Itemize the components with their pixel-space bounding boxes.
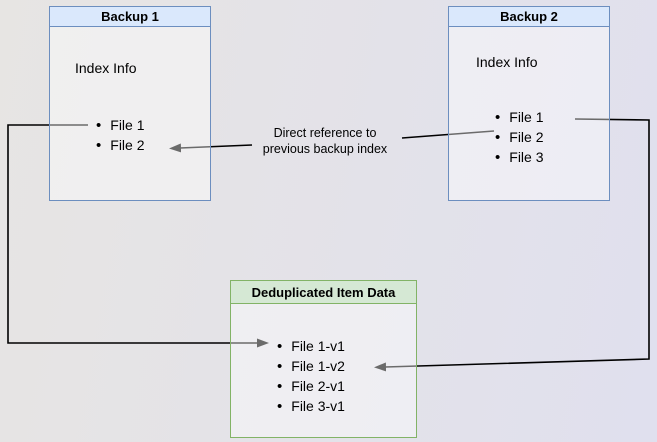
list-item: File 1-v1 <box>277 336 345 356</box>
list-item: File 1 <box>495 107 543 127</box>
backup2-title: Backup 2 <box>449 7 609 27</box>
backup1-index-info-label: Index Info <box>75 60 137 76</box>
list-item: File 2 <box>96 135 144 155</box>
edge-label-line2: previous backup index <box>262 142 388 156</box>
list-item: File 2 <box>495 127 543 147</box>
list-item: File 3 <box>495 147 543 167</box>
list-item: File 1-v2 <box>277 356 345 376</box>
backup1-file-list: File 1 File 2 <box>96 115 144 155</box>
list-item: File 2-v1 <box>277 376 345 396</box>
backup1-box: Backup 1 <box>49 6 211 201</box>
backup2-box: Backup 2 <box>448 6 610 201</box>
backup1-title: Backup 1 <box>50 7 210 27</box>
edge-label-line1: Direct reference to <box>273 126 377 140</box>
list-item: File 3-v1 <box>277 396 345 416</box>
backup2-index-info-label: Index Info <box>476 54 538 70</box>
dedup-file-list: File 1-v1 File 1-v2 File 2-v1 File 3-v1 <box>277 336 345 416</box>
backup2-file-list: File 1 File 2 File 3 <box>495 107 543 167</box>
edge-label-direct-reference: Direct reference to previous backup inde… <box>230 125 420 157</box>
list-item: File 1 <box>96 115 144 135</box>
deduplicated-item-data-title: Deduplicated Item Data <box>231 281 416 304</box>
